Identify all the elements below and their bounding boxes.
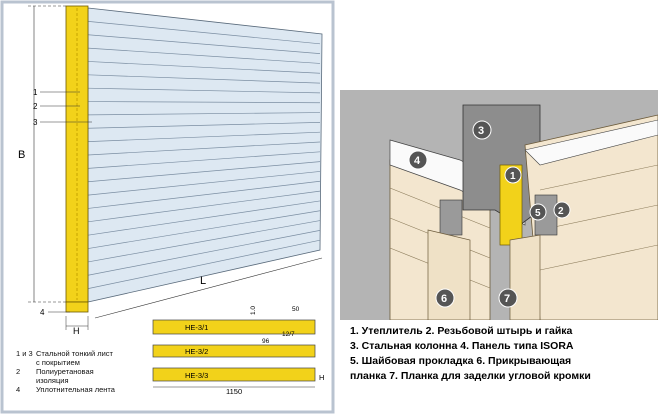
legend-row: изоляция bbox=[36, 376, 69, 385]
panel-rib-line bbox=[87, 210, 321, 249]
left-bracket bbox=[439, 199, 463, 236]
dim-50: 50 bbox=[292, 306, 300, 313]
svg-text:5: 5 bbox=[535, 208, 541, 219]
profile-label-2: HE-3/2 bbox=[185, 347, 208, 356]
connection-drawing: 3 4 1 5 2 6 7 bbox=[340, 90, 658, 320]
panel-rib-line bbox=[87, 171, 321, 196]
svg-text:7: 7 bbox=[504, 293, 510, 305]
column-connection-figure: 3 4 1 5 2 6 7 1. Утеплитель 2. Резьбовой… bbox=[340, 90, 658, 414]
sandwich-panel-figure: B L 1 2 3 4 H HE-3/1 HE-3/2 HE-3/3 bbox=[0, 0, 335, 414]
figure-frame bbox=[0, 0, 335, 414]
profile-he-3-2: HE-3/2 bbox=[152, 344, 316, 358]
dim-h-label: H bbox=[73, 326, 80, 336]
panel-rib-line bbox=[87, 200, 321, 236]
panel-rib-line bbox=[87, 161, 321, 183]
marker-1: 1 bbox=[504, 166, 522, 184]
panel-rib-line bbox=[87, 180, 321, 209]
panel-rib-line bbox=[87, 122, 321, 129]
caption-line-3: 5. Шайбовая прокладка 6. Прикрывающая bbox=[350, 355, 572, 367]
panel-rib-line bbox=[87, 74, 321, 84]
corner-strip bbox=[509, 234, 541, 320]
caption-line-1: 1. Утеплитель 2. Резьбовой штырь и гайка bbox=[350, 325, 573, 337]
dim-96: 96 bbox=[262, 338, 270, 345]
marker-4: 4 bbox=[408, 150, 428, 170]
caption: 1. Утеплитель 2. Резьбовой штырь и гайка… bbox=[350, 324, 655, 384]
panel-rib-line bbox=[87, 87, 321, 94]
panel-rib-line bbox=[87, 190, 321, 223]
caption-line-4: планка 7. Планка для заделки угловой кро… bbox=[350, 370, 591, 382]
panel-ribs bbox=[87, 21, 321, 289]
legend-row: с покрытием bbox=[36, 358, 80, 367]
svg-text:4: 4 bbox=[414, 155, 421, 167]
marker-6: 6 bbox=[435, 288, 455, 308]
panel-rib-line bbox=[87, 220, 321, 263]
marker-7: 7 bbox=[498, 288, 518, 308]
marker-3: 3 bbox=[472, 120, 492, 140]
profile-label-1: HE-3/1 bbox=[185, 323, 208, 332]
profile-he-3-3: HE-3/3 bbox=[152, 367, 316, 382]
panel-rib-line bbox=[87, 34, 321, 54]
panel-rib-line bbox=[87, 230, 321, 276]
dim-l-label: L bbox=[200, 275, 206, 287]
panel-rib-line bbox=[87, 239, 321, 289]
panel-rib-line bbox=[87, 112, 321, 116]
svg-text:2: 2 bbox=[558, 206, 564, 217]
panel-rib-line bbox=[87, 47, 321, 64]
callout-1: 1 bbox=[33, 88, 38, 97]
dim-1-0: 1.0 bbox=[250, 306, 257, 315]
panel-face bbox=[87, 7, 323, 303]
dim-h-profile: H bbox=[319, 373, 324, 382]
profile-label-3: HE-3/3 bbox=[185, 371, 208, 380]
caption-line-2: 3. Стальная колонна 4. Панель типа ISORA bbox=[350, 340, 574, 352]
svg-text:6: 6 bbox=[441, 293, 447, 305]
dim-b-label: B bbox=[18, 149, 25, 161]
callout-3: 3 bbox=[33, 118, 38, 127]
callout-2: 2 bbox=[33, 102, 38, 111]
marker-5: 5 bbox=[529, 203, 547, 221]
panel-rib-line bbox=[87, 151, 321, 169]
panel-rib-line bbox=[87, 21, 321, 45]
callout-4: 4 bbox=[40, 308, 45, 317]
panel-rib-line bbox=[87, 101, 321, 104]
panel-rib-line bbox=[87, 61, 321, 74]
svg-text:3: 3 bbox=[478, 125, 484, 137]
panel-rib-line bbox=[87, 141, 321, 156]
panel-rib-line bbox=[87, 131, 321, 142]
marker-2: 2 bbox=[553, 201, 571, 219]
svg-text:1: 1 bbox=[510, 171, 516, 182]
profile-he-3-1: HE-3/1 bbox=[152, 319, 316, 335]
dim-12-7: 12/7 bbox=[282, 331, 295, 338]
dim-1150: 1150 bbox=[226, 387, 242, 396]
panel-drawing: B L 1 2 3 4 H HE-3/1 HE-3/2 HE-3/3 bbox=[0, 0, 335, 414]
